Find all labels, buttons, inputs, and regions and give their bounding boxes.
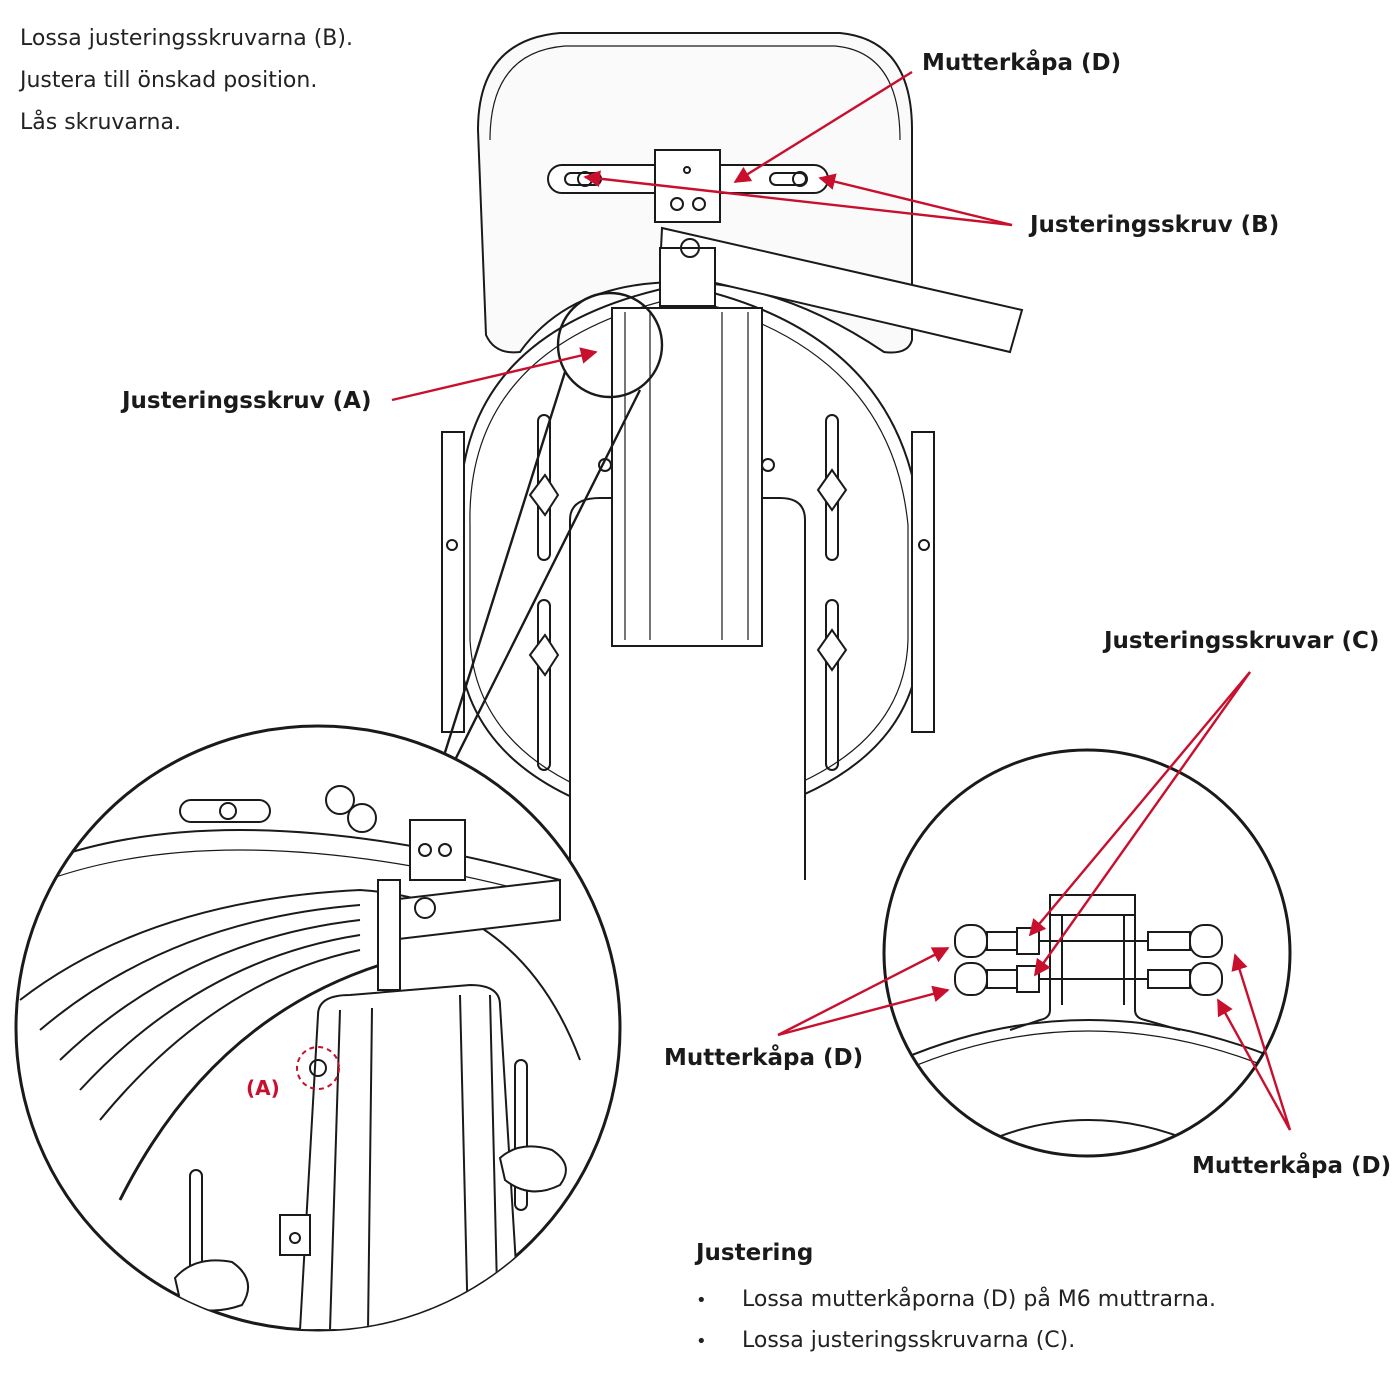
magnify-marker xyxy=(428,291,664,811)
adjustment-step-text: Lossa justeringsskruvarna (C). xyxy=(742,1328,1076,1353)
adjustment-section: Justering • Lossa mutterkåporna (D) på M6… xyxy=(696,1240,1216,1362)
detail-circle-right xyxy=(882,748,1292,1158)
adjustment-title: Justering xyxy=(696,1240,814,1266)
adjustment-step-text: Lossa mutterkåporna (D) på M6 muttrarna. xyxy=(742,1287,1217,1312)
label-screw-b: Justeringsskruv (B) xyxy=(1030,212,1280,238)
label-nut-cover-left: Mutterkåpa (D) xyxy=(664,1045,864,1071)
instruction-2: Justera till önskad position. xyxy=(20,68,318,93)
label-nut-cover-right: Mutterkåpa (D) xyxy=(1192,1153,1392,1179)
detail-circle-left xyxy=(14,724,622,1332)
instruction-list: Lossa justeringsskruvarna (B). Justera t… xyxy=(20,18,353,144)
callout-arrows xyxy=(391,70,1292,1131)
adjustment-step-2: • Lossa justeringsskruvarna (C). xyxy=(696,1321,1216,1362)
headrest-main xyxy=(441,32,1024,880)
detail-a-marker xyxy=(296,1046,340,1090)
label-nut-cover-top: Mutterkåpa (D) xyxy=(922,50,1122,76)
adjustment-step-1: • Lossa mutterkåporna (D) på M6 muttrarna… xyxy=(696,1280,1216,1321)
label-screw-a: Justeringsskruv (A) xyxy=(122,388,372,414)
instruction-1: Lossa justeringsskruvarna (B). xyxy=(20,26,353,51)
adjustment-steps: • Lossa mutterkåporna (D) på M6 muttrarna… xyxy=(696,1280,1216,1362)
instruction-3: Lås skruvarna. xyxy=(20,110,181,135)
label-detail-a: (A) xyxy=(246,1076,280,1100)
bullet-icon: • xyxy=(696,1331,707,1352)
bullet-icon: • xyxy=(696,1290,707,1311)
label-screws-c: Justeringsskruvar (C) xyxy=(1104,628,1380,654)
